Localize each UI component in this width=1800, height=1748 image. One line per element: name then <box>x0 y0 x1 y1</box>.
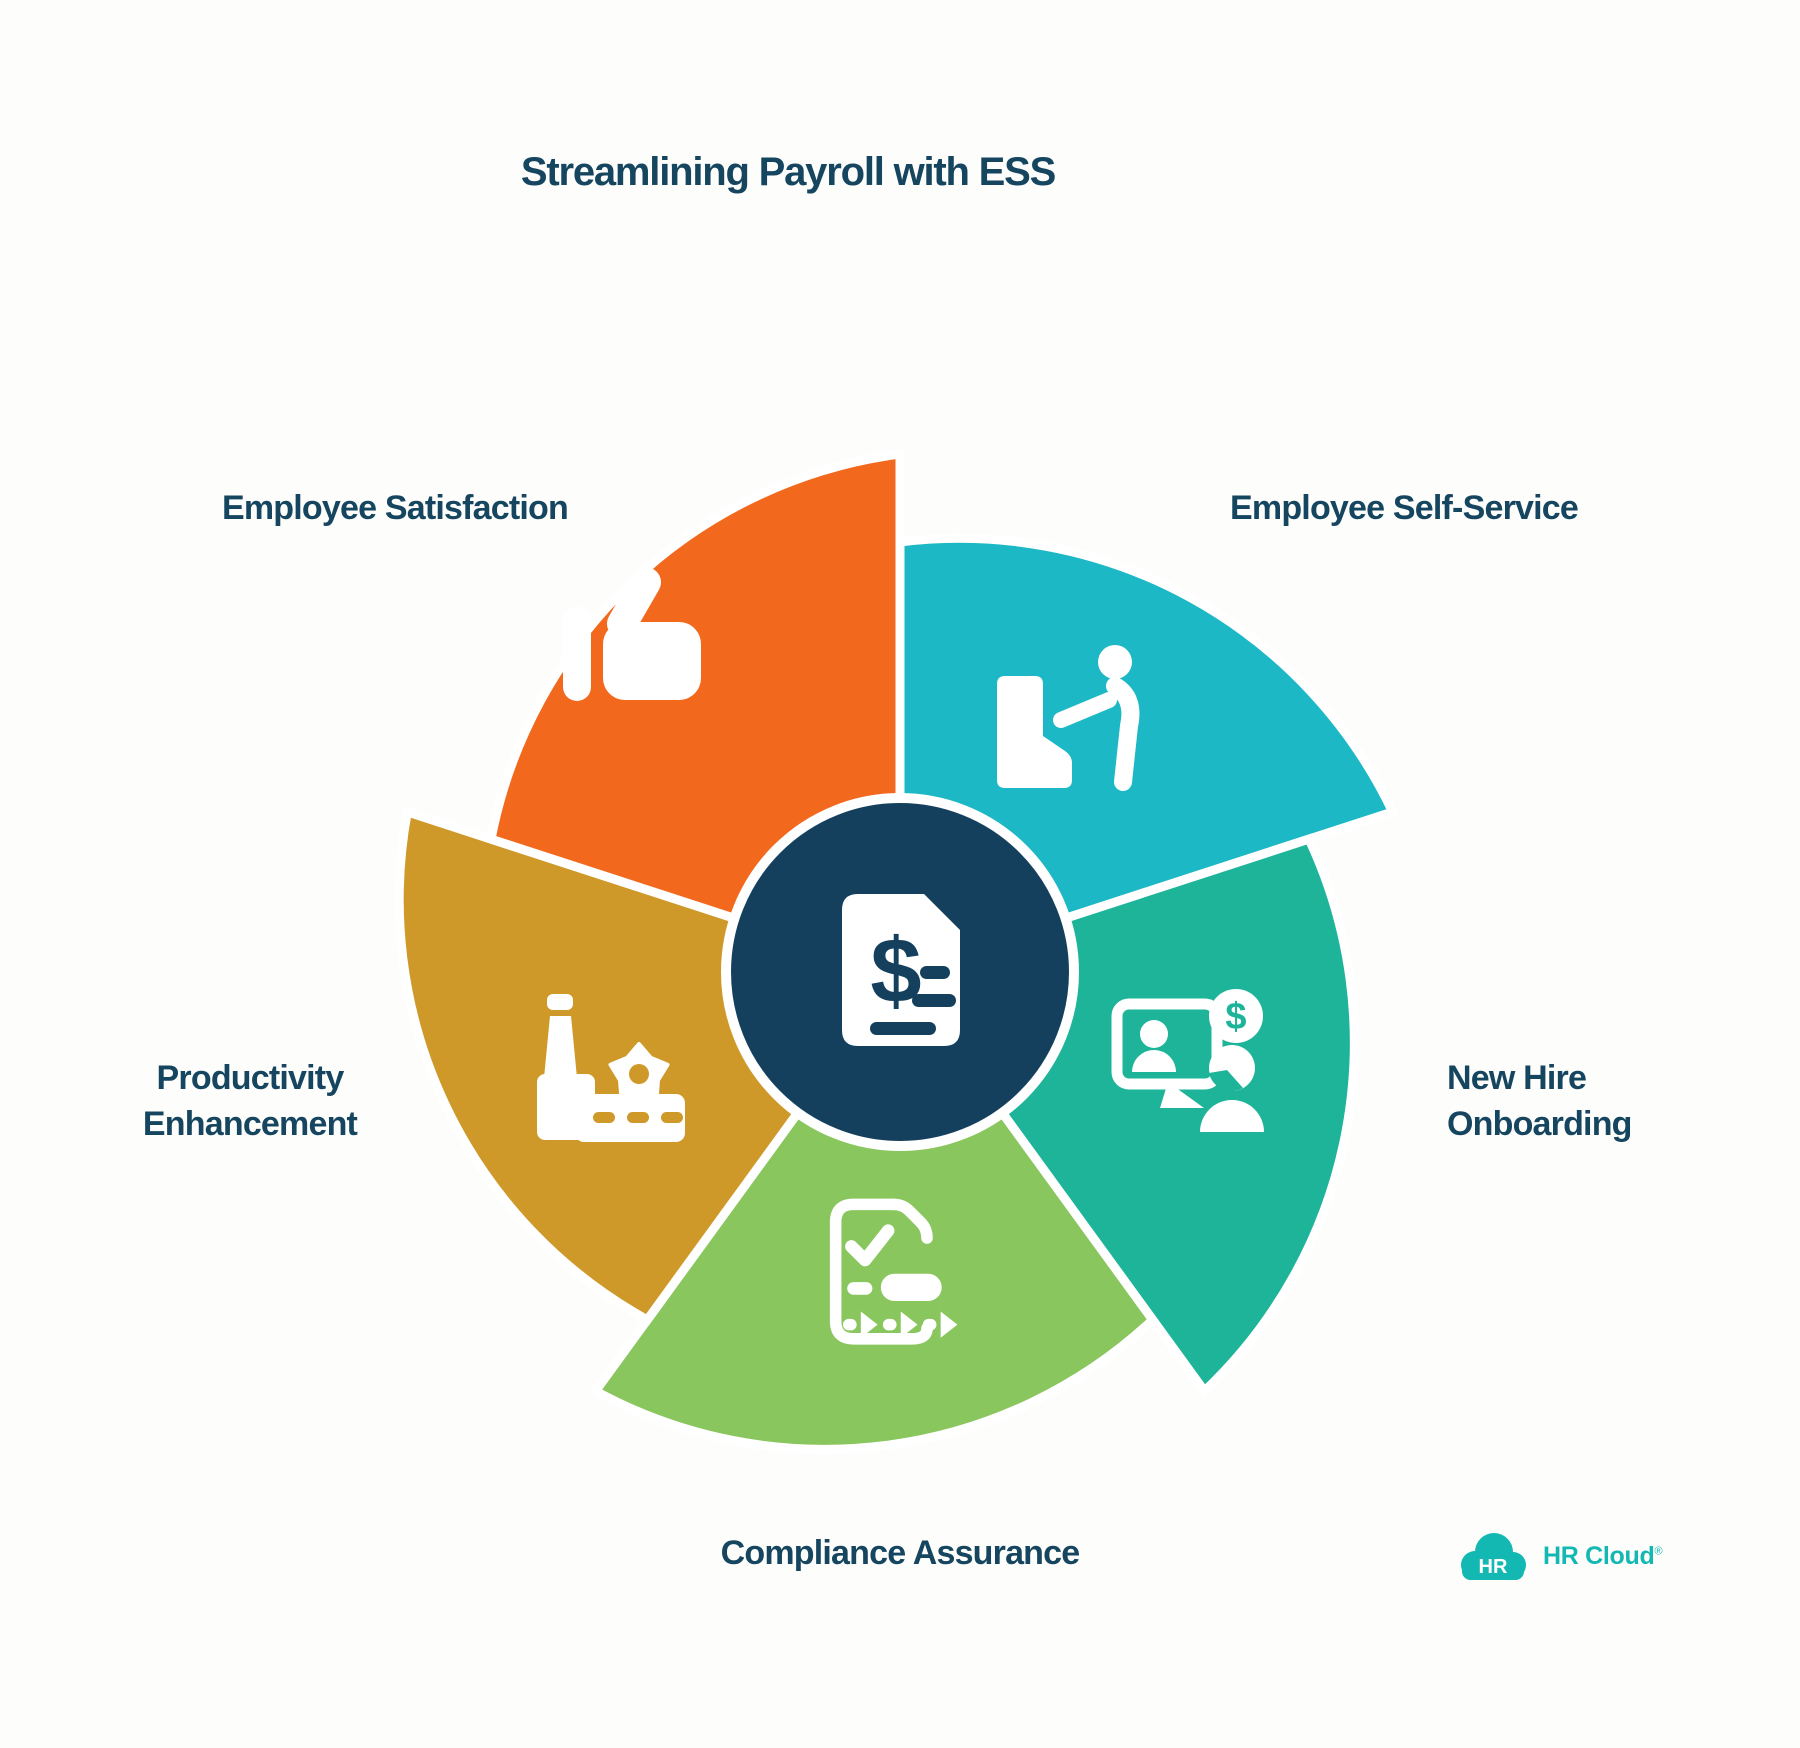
onboarding-video-call-icon: $ <box>1111 989 1264 1132</box>
registered-mark: ® <box>1654 1545 1663 1558</box>
logo-badge-text: HR <box>1479 1556 1508 1578</box>
person-at-kiosk-icon <box>997 645 1140 791</box>
label-productivity-enhancement: Productivity Enhancement <box>142 1059 358 1143</box>
face-mouth-shape <box>1209 1070 1243 1092</box>
thumbs-up-icon <box>563 567 701 701</box>
label-new-hire-onboarding: New Hire Onboarding <box>1447 1059 1632 1143</box>
label-compliance-assurance: Compliance Assurance <box>720 1534 1081 1572</box>
coin-icon <box>1209 989 1263 1043</box>
coin-dollar-glyph: $ <box>1225 996 1246 1038</box>
logo-wordmark: HR Cloud® <box>1543 1541 1663 1570</box>
dollar-glyph: $ <box>870 920 921 1022</box>
page-title: Streamlining Payroll with ESS <box>520 150 1056 194</box>
gear-hole <box>629 1064 649 1084</box>
hr-cloud-badge-icon: HR <box>1461 1533 1526 1580</box>
label-employee-satisfaction: Employee Satisfaction <box>222 489 569 527</box>
hr-cloud-logo: HR HR Cloud® <box>1455 1528 1663 1584</box>
payroll-invoice-icon: $ <box>842 894 960 1046</box>
factory-gear-icon <box>537 994 685 1142</box>
label-employee-self-service: Employee Self-Service <box>1230 489 1579 527</box>
checklist-document-icon <box>829 1198 958 1345</box>
